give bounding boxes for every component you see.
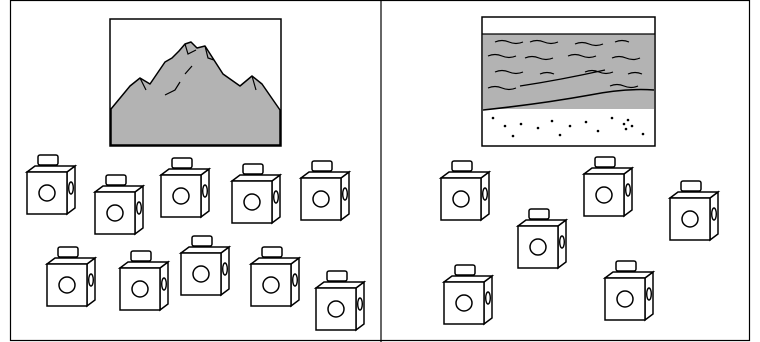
cube (47, 247, 95, 306)
cube (181, 236, 229, 295)
mountain-picture (110, 19, 281, 146)
cube (251, 247, 299, 306)
cube (232, 164, 280, 223)
cube (316, 271, 364, 330)
left-cube-group (27, 155, 364, 330)
beach-picture (482, 17, 655, 146)
cube (301, 161, 349, 220)
cube (670, 181, 718, 240)
cube (95, 175, 143, 234)
cube (584, 157, 632, 216)
right-cube-group (441, 157, 718, 324)
cube (120, 251, 168, 310)
cube (518, 209, 566, 268)
cube (161, 158, 209, 217)
cube (441, 161, 489, 220)
cube (27, 155, 75, 214)
cube (605, 261, 653, 320)
cube (444, 265, 492, 324)
